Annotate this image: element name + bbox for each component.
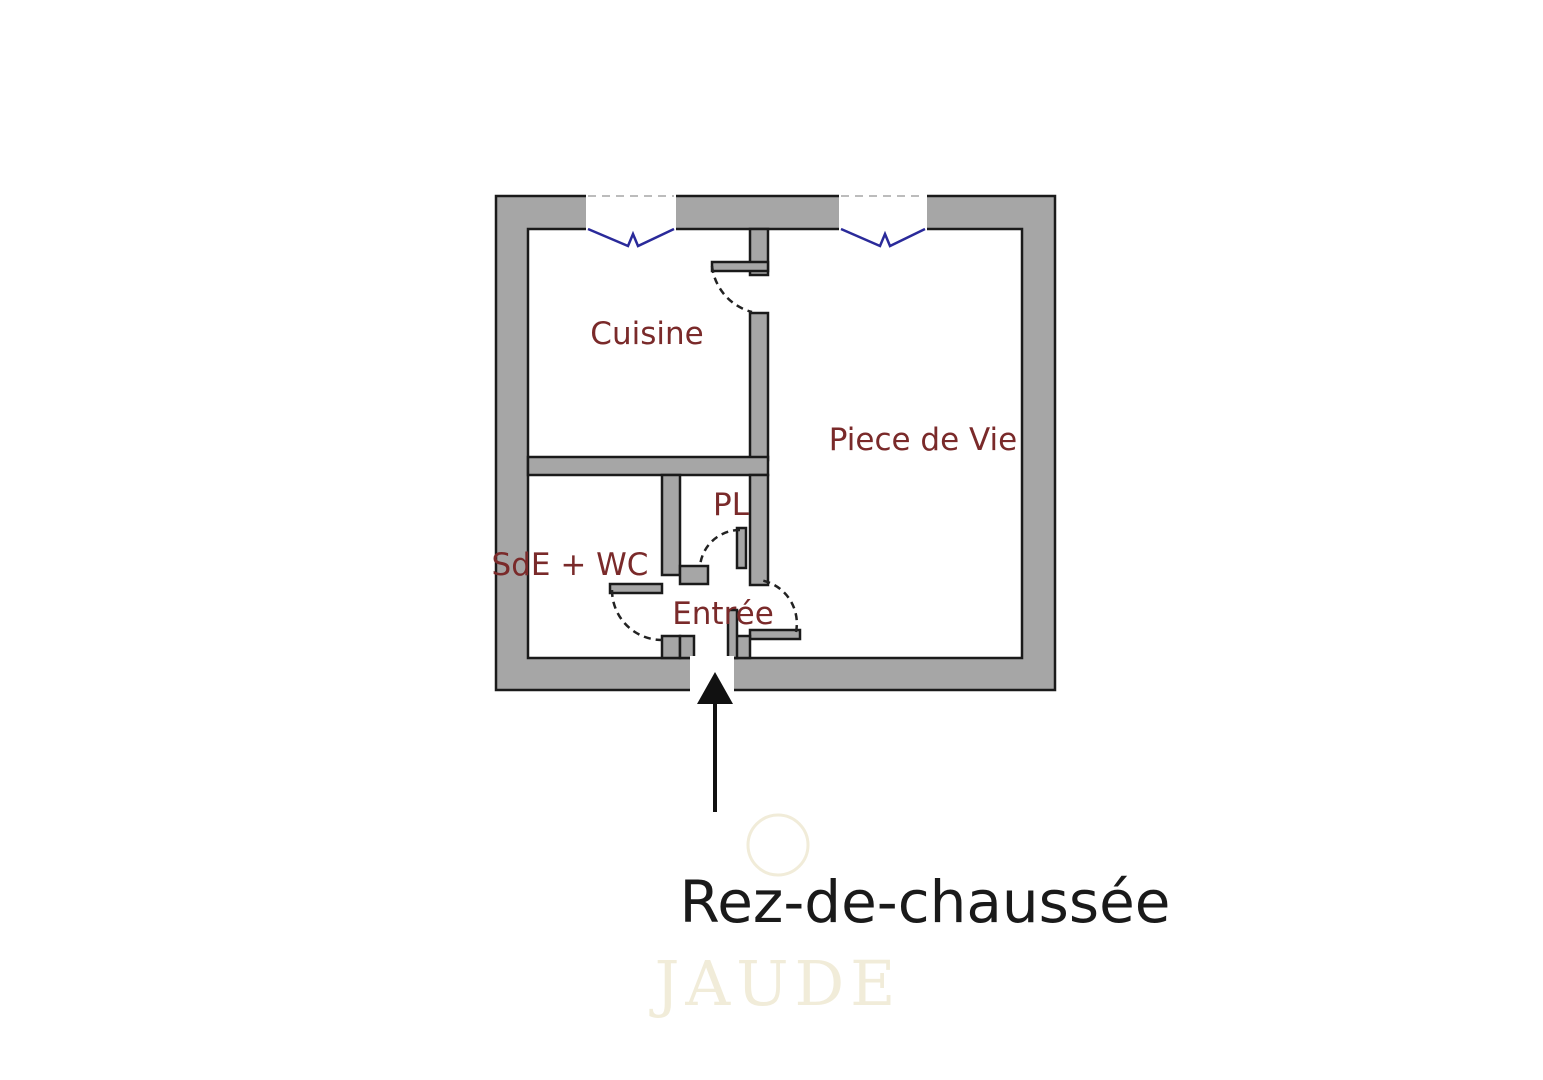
label-cuisine: Cuisine (590, 316, 703, 352)
entrance-arrow-head (697, 672, 733, 704)
arrow-up-icon (697, 672, 733, 812)
sde-door-swing (610, 589, 663, 642)
watermark: JAUDE (649, 813, 902, 1020)
window-kitchen-casement (587, 227, 675, 248)
walls (494, 194, 1057, 692)
room-labels: Cuisine Piece de Vie PL SdE + WC Entrée (492, 316, 1018, 632)
partition-kitchen-lower (748, 311, 770, 462)
partition-sde-placard (660, 473, 682, 577)
partition-placard-living (748, 473, 770, 587)
living-door-swing (759, 578, 799, 633)
windows (587, 195, 926, 248)
entrance-jamb-left (678, 634, 696, 660)
label-placard: PL (713, 487, 750, 523)
sde-door-leaf (608, 582, 664, 595)
label-entree: Entrée (672, 596, 774, 632)
placard-door-leaf (735, 526, 748, 570)
label-sde-wc: SdE + WC (492, 547, 649, 583)
kitchen-door-leaf (710, 260, 770, 273)
wall-kitchen-bottom (526, 455, 770, 477)
label-piece-de-vie: Piece de Vie (829, 422, 1017, 458)
living-door-leaf (748, 628, 802, 641)
watermark-text: JAUDE (649, 947, 902, 1020)
placard-door-jamb (678, 564, 710, 586)
kitchen-door-swing (710, 265, 753, 314)
door-swings (610, 265, 799, 642)
placard-door-swing (698, 528, 741, 567)
watermark-emblem (746, 813, 810, 877)
floor-label: Rez-de-chaussée (680, 868, 1171, 936)
sde-door-jamb (660, 634, 682, 660)
window-living-casement (840, 227, 926, 248)
